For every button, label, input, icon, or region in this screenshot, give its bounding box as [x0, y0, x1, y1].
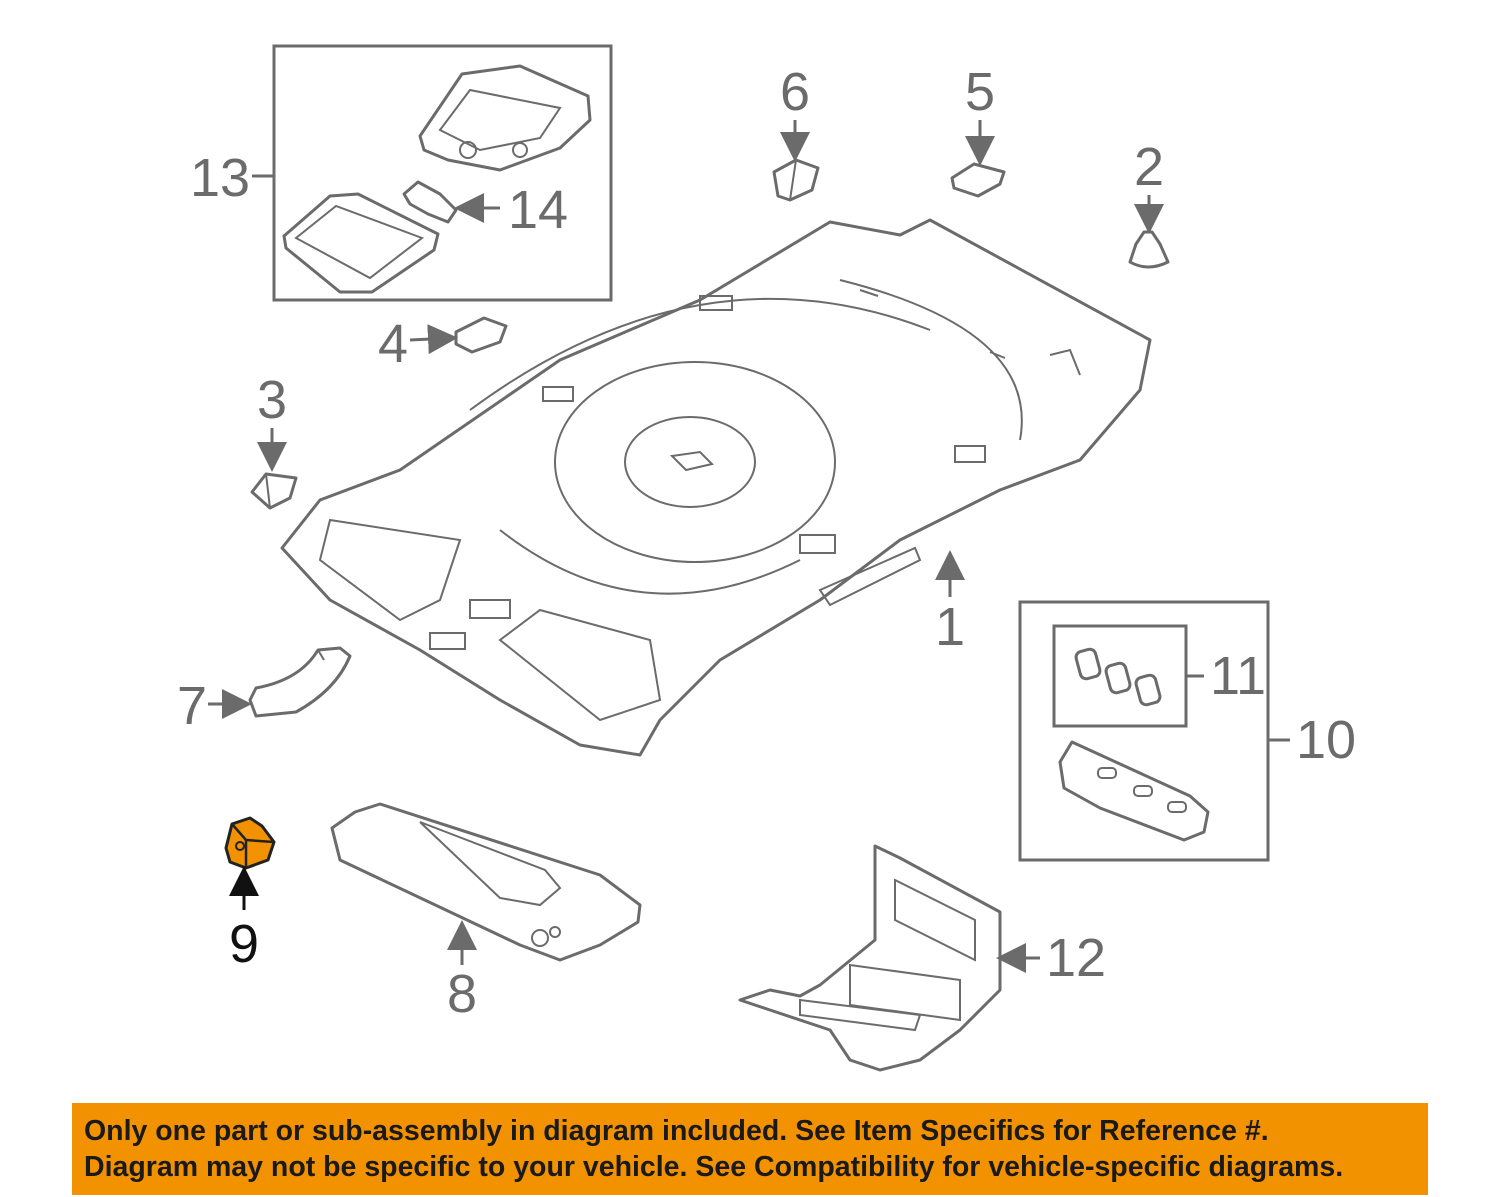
disclaimer-line-1: Only one part or sub-assembly in diagram…	[84, 1115, 1269, 1147]
callout-4: 4	[378, 314, 458, 374]
svg-text:2: 2	[1134, 137, 1164, 197]
disclaimer-line-2: Diagram may not be specific to your vehi…	[84, 1151, 1344, 1183]
svg-text:14: 14	[508, 180, 568, 240]
callout-12: 12	[996, 928, 1106, 988]
sun-visor-part-8	[330, 802, 642, 962]
svg-text:12: 12	[1046, 928, 1106, 988]
pad-part-5	[950, 162, 1006, 198]
callout-2: 2	[1134, 137, 1164, 234]
svg-text:5: 5	[965, 62, 995, 122]
parts-diagram: 1 2 3 4 5 6	[177, 44, 1356, 1072]
clip-part-9-highlighted	[224, 816, 276, 870]
callout-1: 1	[935, 550, 965, 657]
callout-8: 8	[447, 920, 477, 1024]
disclaimer-banner: Only one part or sub-assembly in diagram…	[72, 1103, 1428, 1195]
bulb-part-14	[402, 180, 458, 224]
svg-text:8: 8	[447, 964, 477, 1024]
pad-part-6	[772, 158, 820, 202]
svg-text:10: 10	[1296, 710, 1356, 770]
bulbs-part-11	[1074, 647, 1162, 707]
svg-text:13: 13	[190, 148, 250, 208]
svg-text:4: 4	[378, 314, 408, 374]
svg-text:1: 1	[935, 597, 965, 657]
callout-7: 7	[177, 676, 252, 736]
pad-part-4	[454, 316, 508, 354]
lamp-assembly-part-10	[1018, 600, 1270, 862]
svg-text:7: 7	[177, 676, 207, 736]
bracket-part-12	[738, 844, 1002, 1072]
svg-text:3: 3	[257, 370, 287, 430]
svg-text:6: 6	[780, 62, 810, 122]
callout-14: 14	[454, 180, 568, 240]
svg-text:9: 9	[229, 914, 259, 974]
callout-10: 10	[1268, 710, 1356, 770]
grab-handle-part-7	[248, 646, 352, 718]
callout-9: 9	[229, 866, 259, 974]
map-lamp-part-13	[272, 44, 613, 302]
callout-6: 6	[780, 62, 810, 162]
headliner-part-1	[280, 218, 1152, 757]
callout-3: 3	[257, 370, 287, 472]
svg-text:11: 11	[1210, 646, 1266, 706]
clip-part-2	[1128, 230, 1170, 269]
callout-5: 5	[965, 62, 995, 166]
pad-part-3	[250, 472, 298, 510]
callout-11: 11	[1186, 646, 1266, 706]
callout-13: 13	[190, 148, 274, 208]
